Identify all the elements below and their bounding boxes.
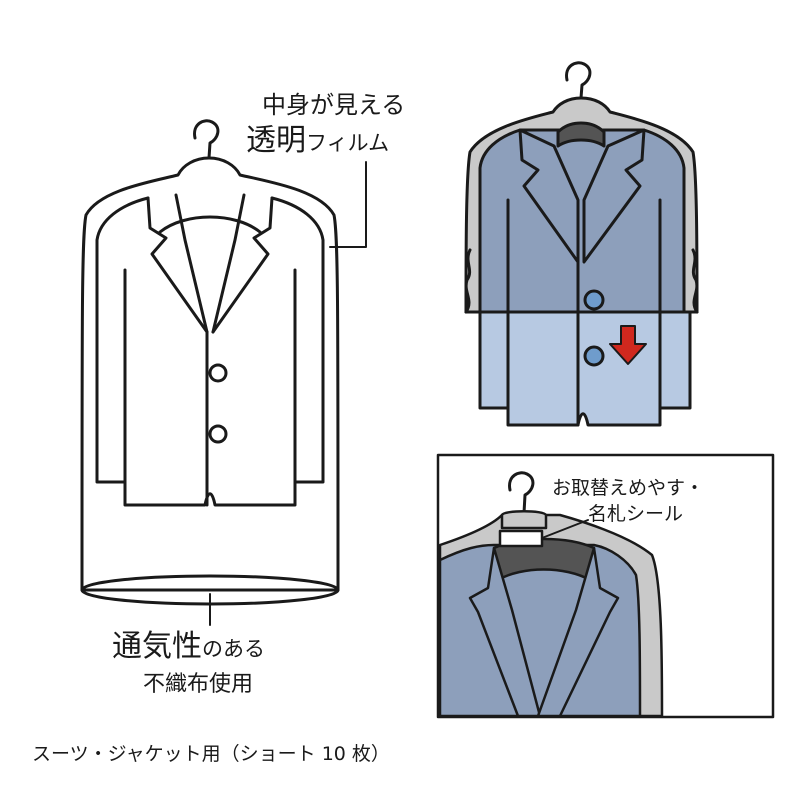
film-label-line1: 中身が見える [262, 91, 406, 119]
film-label-main: 透明 [246, 123, 306, 158]
left-jacket-lapel-right [211, 196, 274, 334]
inset-lapel-right [536, 546, 620, 718]
right-inner-hanger [556, 121, 606, 148]
right-jacket-lapel-right [582, 128, 646, 264]
film-label-line2: 透明フィルム [246, 123, 390, 159]
film-leader-line [329, 161, 367, 248]
right-jacket-button-2 [583, 345, 605, 367]
right-garment-cover [464, 61, 699, 427]
inset-hanger-neck [500, 510, 548, 530]
tag-leader-line [541, 519, 589, 539]
left-jacket-lapel-left [146, 196, 209, 334]
right-jacket-lapel-left [518, 128, 580, 264]
right-jacket-upper [478, 128, 686, 314]
right-hanger-icon [565, 61, 592, 100]
vent-label-sub: のある [202, 637, 265, 661]
left-garment-cover [80, 119, 367, 626]
left-jacket-collar-right [211, 193, 246, 334]
right-jacket-button-1 [583, 289, 605, 311]
left-jacket-body [95, 196, 325, 507]
tag-label-line1: お取替えめやす・ [552, 477, 705, 499]
inset-hanger-icon [508, 471, 535, 515]
vent-label-line1: 通気性のある [112, 629, 265, 665]
vent-label-line2: 不織布使用 [143, 672, 254, 697]
left-hanger-icon [193, 119, 220, 160]
left-jacket-collar-left [174, 193, 209, 334]
film-label-sub: フィルム [306, 131, 390, 155]
inset-lapel-left [468, 546, 542, 718]
vent-label-main: 通気性 [112, 629, 202, 664]
left-cover-outline [80, 156, 340, 592]
right-film-edge-right [691, 248, 699, 314]
tag-inset-panel [436, 453, 775, 719]
tag-label-line2: 名札シール [588, 503, 684, 525]
left-jacket-button-1 [208, 363, 228, 383]
name-tag-sticker [498, 529, 544, 548]
right-film-edge-left [464, 248, 472, 314]
left-inner-hanger [158, 215, 262, 234]
left-jacket-button-2 [208, 424, 228, 444]
product-caption: スーツ・ジャケット用（ショート 10 枚） [32, 743, 390, 765]
down-arrow-icon [609, 325, 647, 365]
right-jacket-lower [478, 310, 692, 427]
